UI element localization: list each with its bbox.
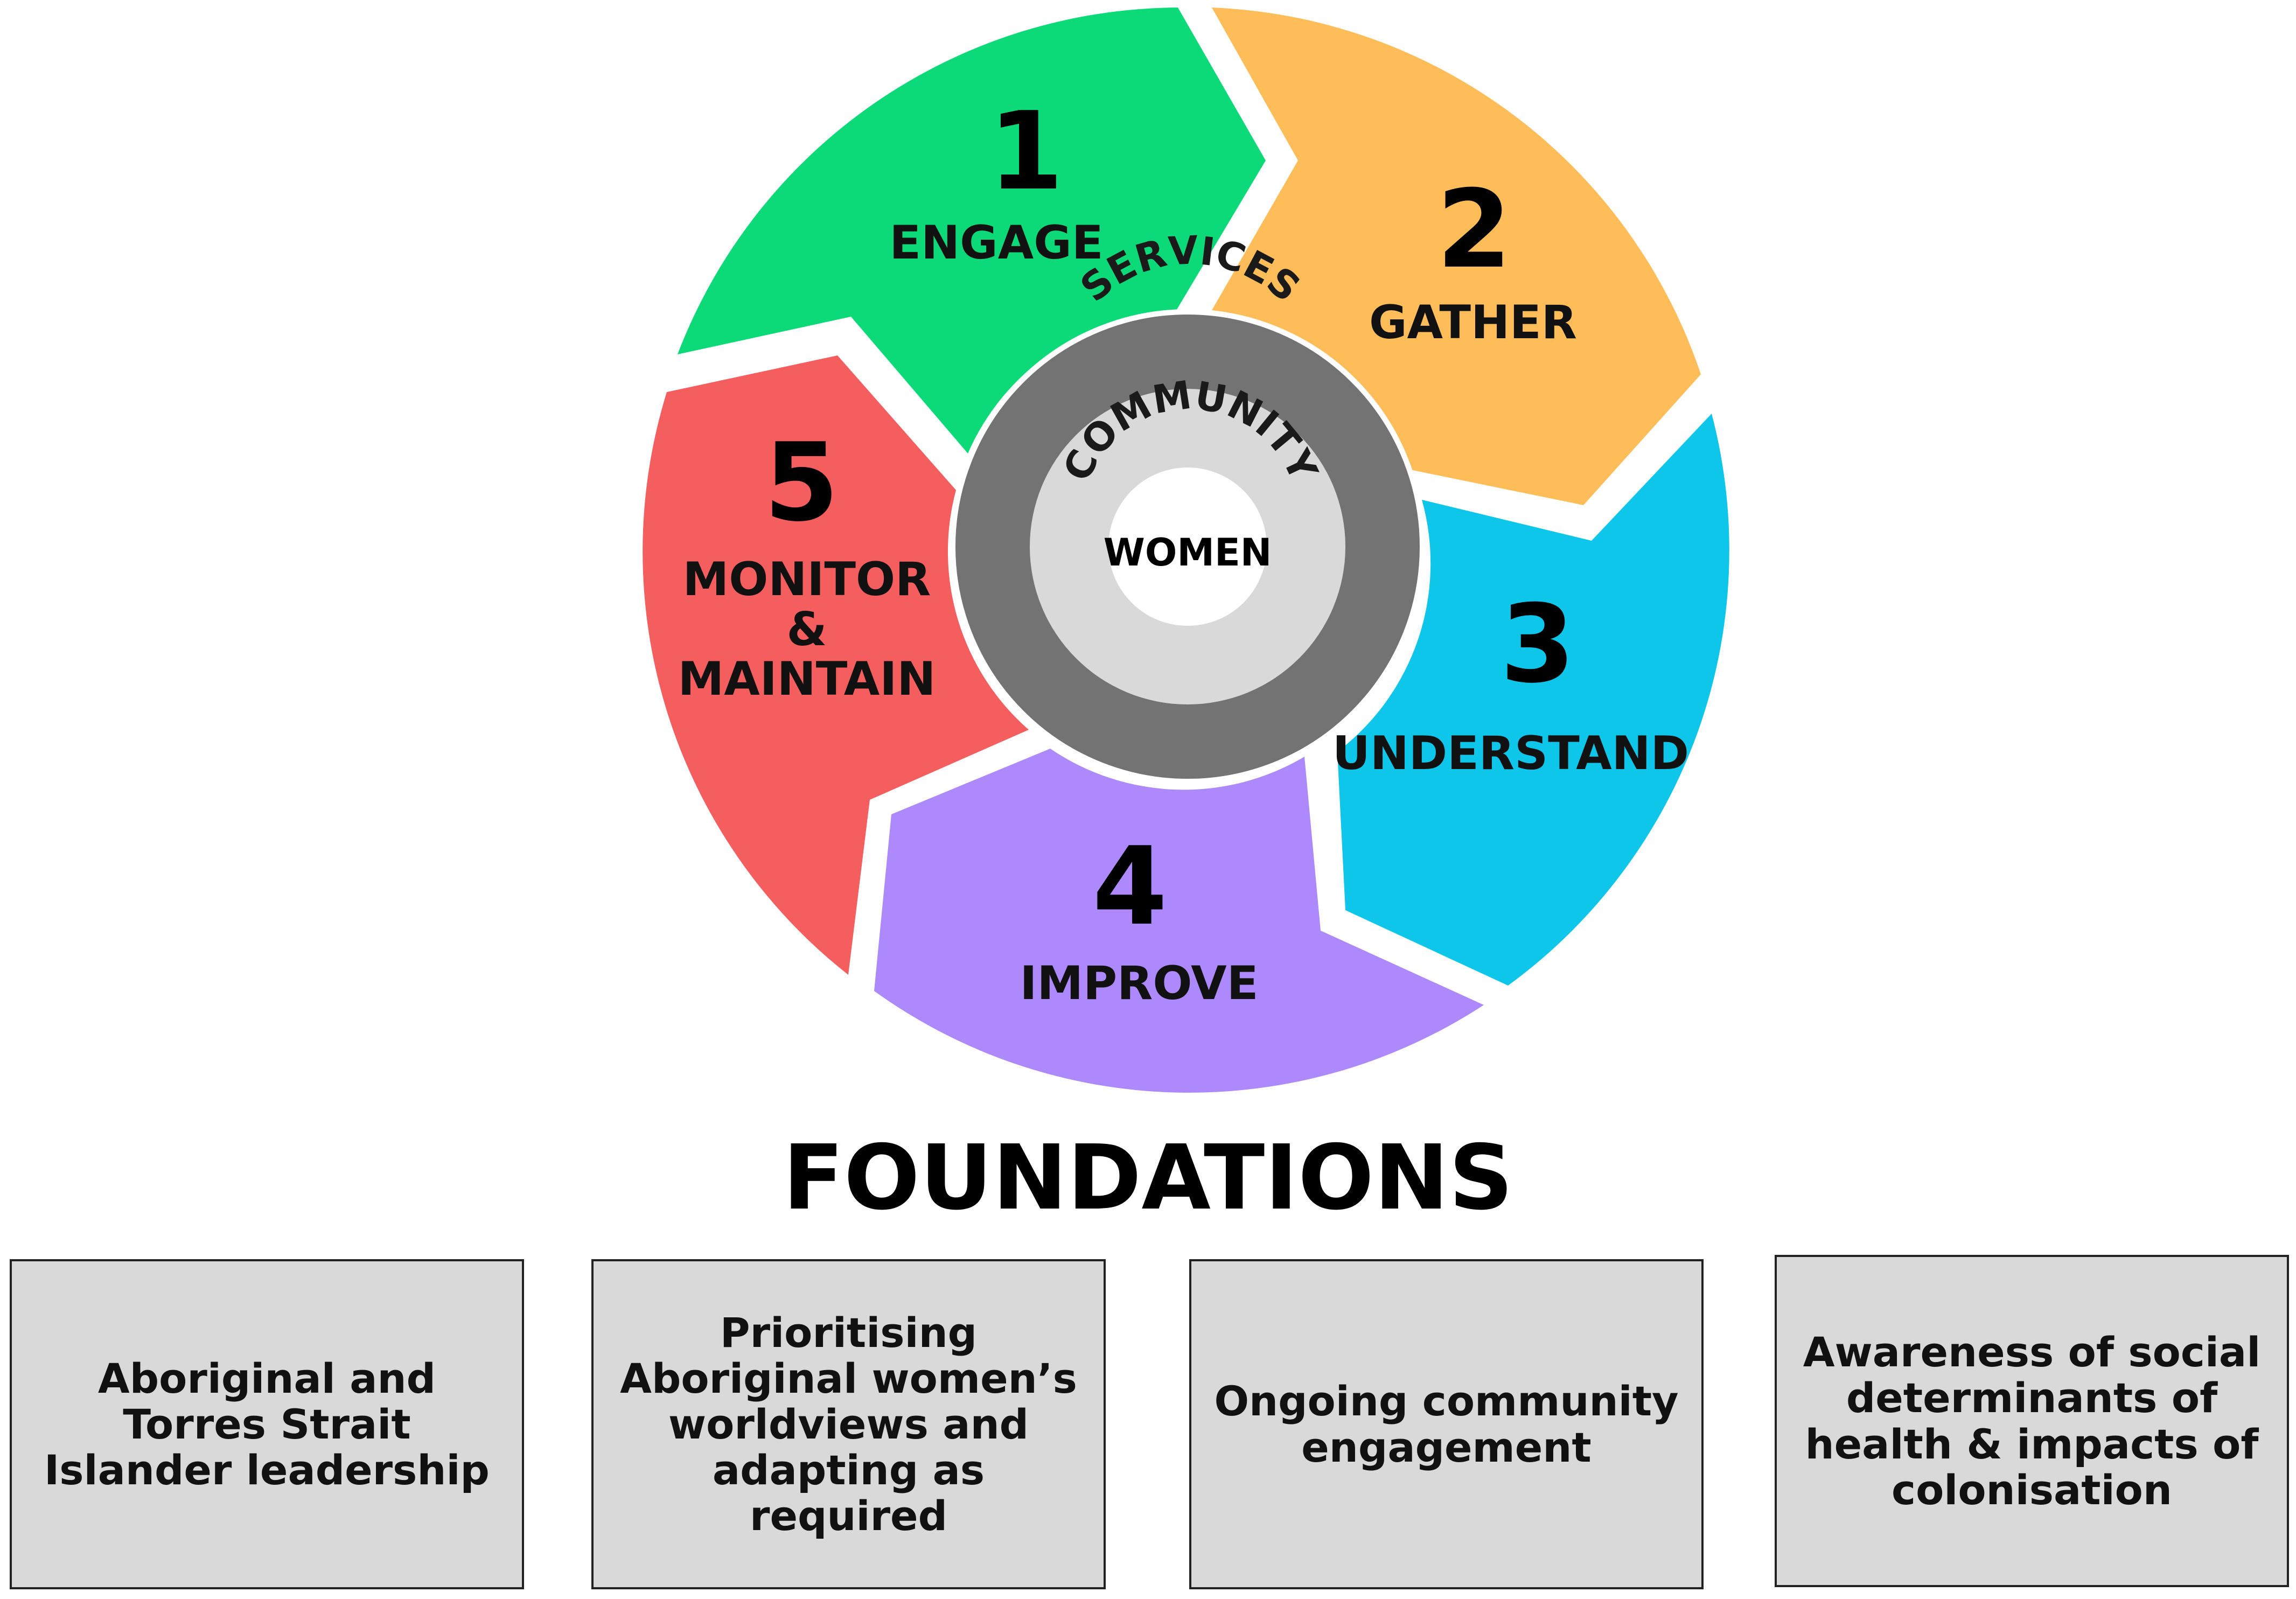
step-3-label: UNDERSTAND — [1332, 727, 1689, 780]
foundation-text: Aboriginal and Torres Strait Islander le… — [44, 1354, 490, 1495]
women-core — [1108, 467, 1267, 626]
step-4-label: IMPROVE — [1020, 956, 1259, 1010]
step-3-segment — [1337, 414, 1729, 986]
step-5-label-line-2: & — [787, 603, 827, 657]
step-2-label: GATHER — [1369, 296, 1577, 350]
foundation-text: Ongoing community engagement — [1214, 1377, 1679, 1471]
step-5-segment — [643, 355, 1029, 975]
step-1-number: 1 — [988, 89, 1063, 214]
step-2-number: 2 — [1436, 167, 1511, 292]
step-3-number: 3 — [1500, 582, 1575, 707]
foundation-text: Awareness of social determinants of heal… — [1803, 1328, 2261, 1514]
foundation-box-leadership: Aboriginal and Torres Strait Islander le… — [10, 1259, 524, 1589]
step-1-segment — [678, 8, 1266, 453]
foundation-box-worldviews: Prioritising Aboriginal women’s worldvie… — [591, 1259, 1106, 1589]
foundation-text: Prioritising Aboriginal women’s worldvie… — [620, 1308, 1077, 1540]
step-5-number: 5 — [764, 420, 839, 546]
foundation-box-engagement: Ongoing community engagement — [1189, 1259, 1704, 1589]
foundation-box-determinants: Awareness of social determinants of heal… — [1775, 1255, 2289, 1587]
step-5-label-line-3: MAINTAIN — [678, 652, 936, 706]
step-4-number: 4 — [1092, 824, 1167, 949]
women-label: WOMEN — [1104, 530, 1272, 575]
foundations-title: FOUNDATIONS — [783, 1126, 1513, 1230]
step-5-label-line-1: MONITOR — [683, 553, 931, 606]
step-1-label: ENGAGE — [889, 216, 1103, 270]
step-4-segment — [874, 749, 1484, 1093]
step-2-segment — [1212, 8, 1701, 505]
